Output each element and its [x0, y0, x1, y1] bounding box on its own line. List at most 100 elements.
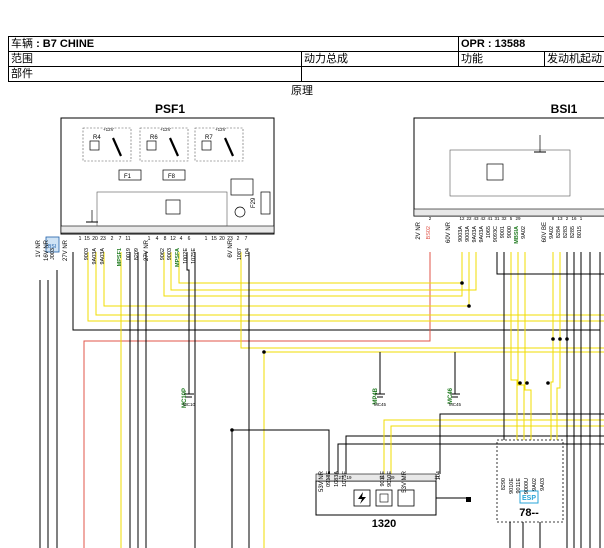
psf1-pin: 6	[188, 236, 191, 242]
m1320-conn-53v-mr: 53V MR	[402, 470, 408, 492]
fuse-f1-label: F1	[124, 174, 132, 180]
module-1320-connector-strip	[315, 473, 437, 482]
bsi1-wire-label: 9093C	[493, 226, 499, 242]
m1320-pin: 3	[327, 475, 330, 480]
bsi1-wire-label: 9A03A	[472, 226, 478, 243]
relay-coil	[146, 140, 157, 151]
junction	[230, 428, 234, 432]
bsi1-chip	[486, 163, 504, 181]
junction	[467, 304, 471, 308]
bsi1-pin: 29	[515, 216, 521, 221]
junction	[558, 337, 562, 341]
wire-yellow	[383, 419, 604, 474]
header-table: 车辆 : B7 CHINE OPR : 13588 范围 动力总成 功能 发动机…	[8, 36, 604, 82]
m1320-wire-label: 9010E	[387, 471, 393, 487]
m1320-conn-53v-nr: 53V NR	[319, 470, 325, 492]
m1320-pin: 27	[338, 475, 344, 480]
junction	[525, 381, 529, 385]
bsi1-pin: 31	[494, 216, 500, 221]
bsi1-wire-label: 9003A	[458, 226, 464, 242]
psf1-pin: 20	[92, 236, 98, 242]
esp-title: 78--	[519, 507, 539, 519]
wire-yellow	[87, 252, 604, 322]
bsi1-pin: 16	[571, 216, 577, 221]
psf1-pin: 23	[100, 236, 106, 242]
psf1-wire-label: 104	[245, 248, 251, 257]
esp-wire-label: 9A02	[532, 478, 538, 491]
relay-frame	[194, 127, 244, 162]
m1320-pin: 56	[379, 475, 385, 480]
mass-point-label: MC10P	[182, 388, 188, 408]
psf1-conn-1v: 1V NR	[36, 239, 42, 257]
psf1-wire-label: MPSFA	[175, 248, 181, 267]
esp-wire-label: 9011E	[516, 478, 522, 494]
relay-frame	[139, 127, 189, 162]
psf1-wire-label: 8209	[134, 248, 140, 260]
junction	[518, 381, 522, 385]
bsi1-board	[449, 149, 571, 197]
wire-yellow	[510, 252, 518, 440]
psf1-wire-label: 9003	[84, 248, 90, 260]
psf1-wire-label: MPSF1	[117, 248, 123, 266]
bsi1-wire-label: 9001	[500, 226, 506, 238]
psf1-chip	[165, 199, 181, 215]
vehicle-label: 车辆	[11, 38, 33, 50]
psf1-busbar	[96, 191, 228, 227]
bsi1-pin: 41	[487, 216, 493, 221]
m1320-pin: 37	[434, 475, 440, 480]
wires-layer	[39, 252, 604, 548]
psf1-conn-27v-a: 27V NR	[63, 239, 69, 261]
psf1-connector-strip	[60, 225, 275, 234]
wire-yellow	[556, 252, 561, 440]
relay-switch	[111, 137, 123, 157]
fuse-f29	[260, 191, 271, 215]
m1320-wire-label: 1075E	[342, 471, 348, 487]
esp-badge-text: ESP	[522, 495, 536, 502]
wire-yellow	[240, 252, 604, 349]
psf1-conn-27v-b: 27V NR	[144, 239, 150, 261]
psf1-pin: 12	[170, 236, 176, 242]
m1320-wire-label: 9011E	[380, 471, 386, 487]
relay-label: R6	[150, 135, 158, 141]
wire-yellow	[390, 425, 604, 474]
bsi1-pin: 2	[429, 216, 432, 221]
wire-yellow	[178, 252, 462, 284]
psf1-pin: 4	[180, 236, 183, 242]
bsi1-wire-label: MBSIA	[514, 226, 520, 244]
bsi1-pin: 43	[473, 216, 479, 221]
psf1-wire-label: 0019	[126, 248, 132, 260]
wire-yellow	[103, 252, 470, 307]
psf1-wire-label: J003	[50, 248, 56, 260]
relay-label: R4	[93, 135, 101, 141]
part-label: 部件	[8, 66, 302, 82]
psf1-pin: 1	[148, 236, 151, 242]
psf1-title: PSF1	[155, 102, 185, 116]
bsi1-conn-60v-be: 60V BE	[542, 222, 548, 242]
wire-black	[496, 252, 604, 275]
bsi1-box	[413, 117, 604, 217]
vehicle-value: : B7 CHINE	[36, 38, 95, 50]
bsi1-pin: 22	[466, 216, 472, 221]
psf1-pin: 2	[237, 236, 240, 242]
wire-yellow	[550, 252, 554, 440]
psf1-pin: 15	[84, 236, 90, 242]
relay-supply: +12V	[103, 127, 114, 132]
psf1-conn-16v: 16V NR	[44, 239, 50, 261]
psf1-pin: 15	[211, 236, 217, 242]
psf1-pin: 4	[156, 236, 159, 242]
psf1-pin: 20	[219, 236, 225, 242]
psf1-pin: 1	[79, 236, 82, 242]
bsi1-wire-label: 9003A	[465, 226, 471, 242]
bsi1-wire-label: 8285	[570, 226, 576, 238]
psf1-motor-icon	[234, 206, 246, 218]
sensor-icon	[397, 489, 415, 507]
wire-black	[72, 252, 600, 331]
wire-black	[345, 435, 604, 474]
bsi1-pin: 2	[566, 216, 569, 221]
esp-badge	[519, 490, 539, 504]
m1320-pin: 19	[346, 475, 352, 480]
psf1-pin: 2	[111, 236, 114, 242]
bsi1-pin: 5	[510, 216, 513, 221]
